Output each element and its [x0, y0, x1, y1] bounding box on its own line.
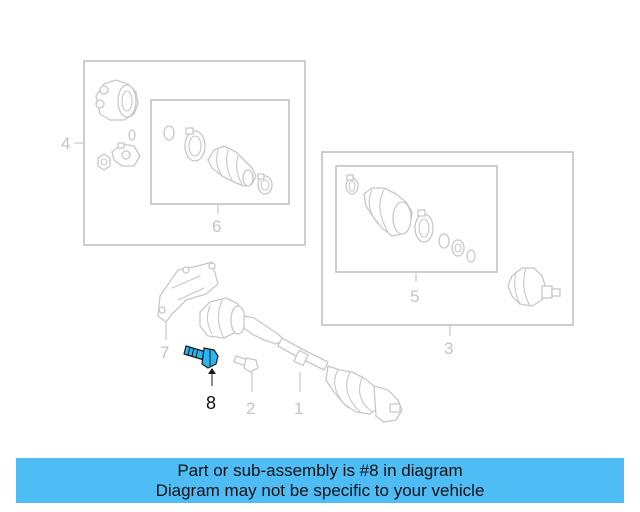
joint-housing: [95, 79, 139, 121]
callout-4: 4: [61, 134, 70, 153]
tripod: [111, 142, 141, 167]
group-5-boot-kit[interactable]: 5: [335, 165, 498, 306]
callout-1: 1: [294, 399, 303, 418]
clamp-large: [184, 130, 206, 162]
group-4-inner-joint-kit[interactable]: 4 6: [61, 60, 306, 246]
nut: [97, 153, 111, 171]
group-6-boot-kit[interactable]: 6: [150, 99, 290, 236]
info-banner: Part or sub-assembly is #8 in diagram Di…: [16, 458, 624, 503]
clamp-outer-small: [345, 174, 359, 195]
ring: [163, 125, 175, 141]
washer-1: [438, 233, 450, 249]
outer-boot: [363, 187, 413, 237]
callout-8: 8: [206, 393, 216, 413]
clamp-outer-large: [414, 209, 434, 243]
banner-line-2: Diagram may not be specific to your vehi…: [155, 480, 485, 500]
callout-3: 3: [444, 339, 453, 358]
part-8-bolt-highlighted[interactable]: 8: [183, 345, 219, 413]
group-3-outer-joint-kit[interactable]: 3 5: [321, 151, 574, 358]
washer-3: [466, 249, 476, 263]
banner-line-1: Part or sub-assembly is #8 in diagram: [177, 460, 463, 480]
part-2-bolt[interactable]: 2: [233, 355, 259, 418]
callout-2: 2: [246, 399, 255, 418]
outer-cv-joint: [507, 267, 561, 307]
arrow-head: [208, 368, 216, 374]
clamp-small: [257, 173, 273, 195]
group-6-box: [150, 99, 290, 205]
group-4-box: [83, 60, 306, 246]
washer-2: [451, 239, 465, 257]
part-1-axle-shaft[interactable]: 1: [199, 297, 403, 423]
boot: [207, 145, 257, 187]
group-3-box: [321, 151, 574, 326]
damper: [293, 349, 309, 367]
circlip: [128, 129, 136, 141]
callout-7: 7: [160, 343, 169, 362]
callout-5: 5: [410, 287, 419, 306]
callout-6: 6: [212, 217, 221, 236]
part-7-heat-shield[interactable]: 7: [157, 261, 219, 362]
